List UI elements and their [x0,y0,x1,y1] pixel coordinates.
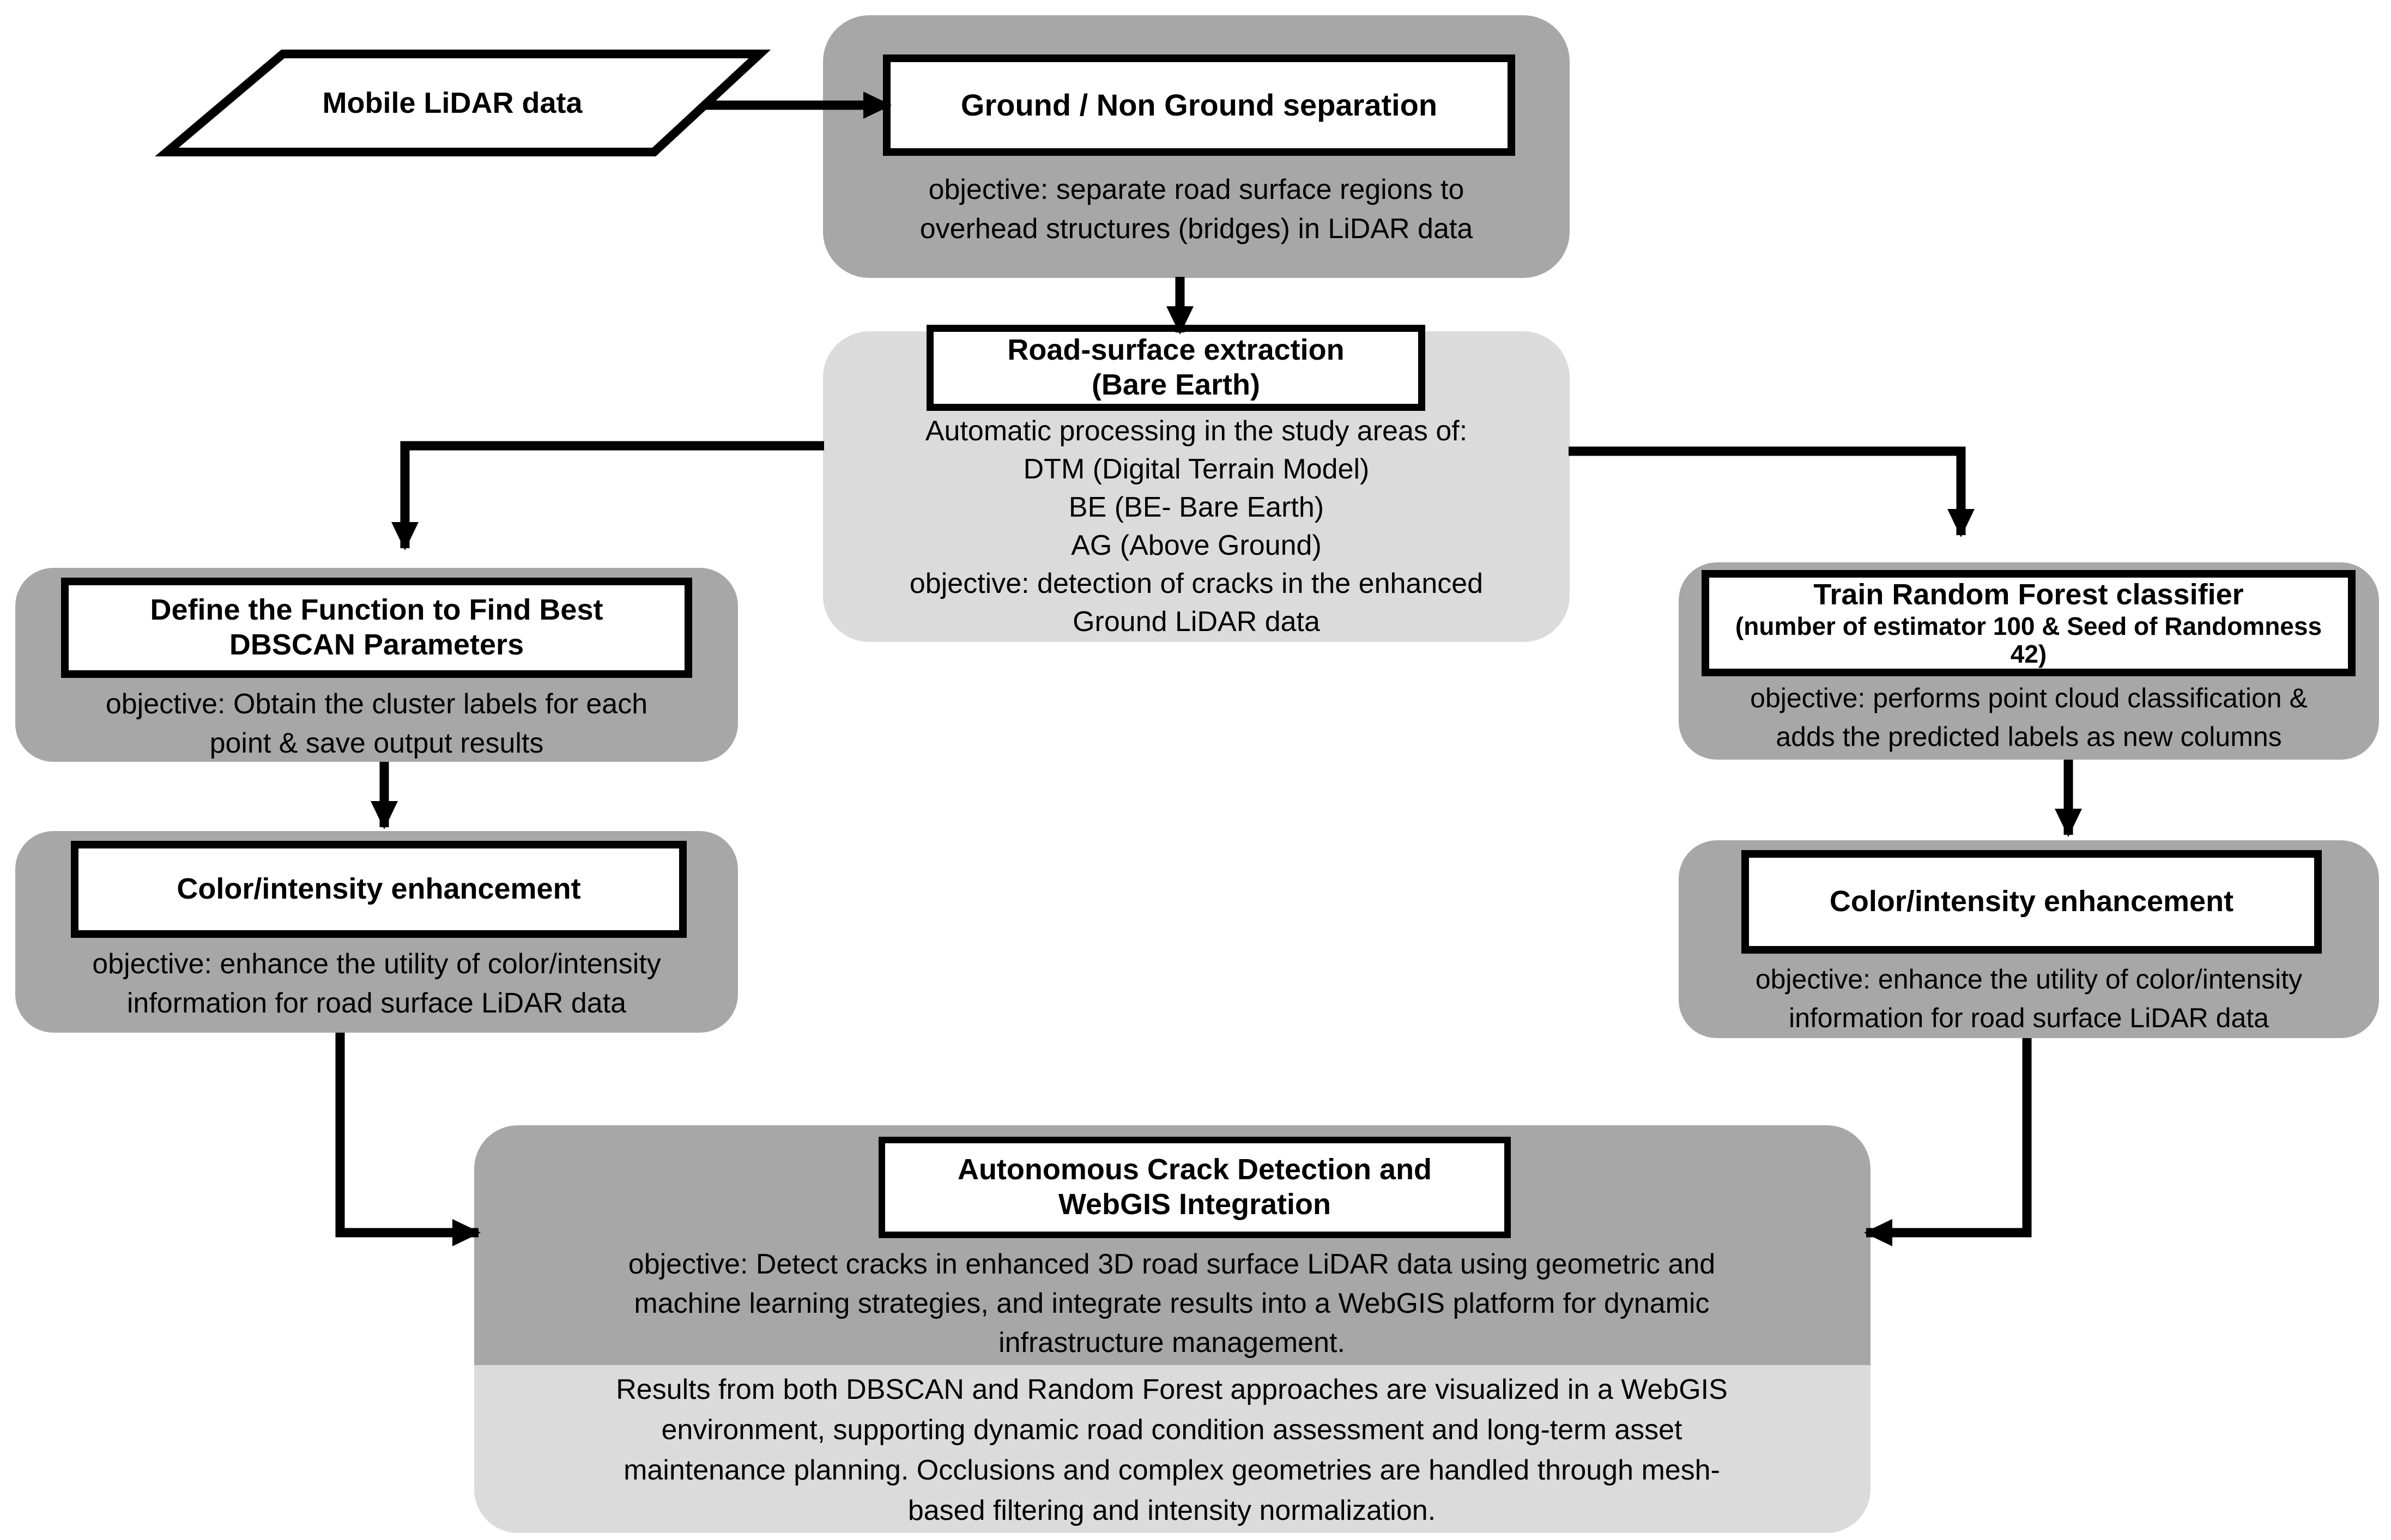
node-dbscan-parameters: Define the Function to Find Best DBSCAN … [15,568,738,762]
crack-detection-title-line1: Autonomous Crack Detection and [957,1153,1432,1186]
crack-detection-results: Results from both DBSCAN and Random Fore… [512,1369,1831,1531]
text-line: objective: detection of cracks in the en… [909,568,1484,599]
color-enhancement-left-title: Color/intensity enhancement [177,872,581,906]
crack-detection-objective: objective: Detect cracks in enhanced 3D … [512,1245,1831,1362]
color-enhancement-right-objective: objective: enhance the utility of color/… [1684,960,2374,1038]
random-forest-objective: objective: performs point cloud classifi… [1684,679,2374,756]
text-line: infrastructure management. [998,1327,1345,1359]
text-line: DTM (Digital Terrain Model) [1023,453,1370,485]
random-forest-title-box: Train Random Forest classifier (number o… [1702,570,2356,676]
text-line: machine learning strategies, and integra… [634,1288,1710,1319]
text-line: Ground LiDAR data [1073,606,1320,638]
dbscan-title-box: Define the Function to Find Best DBSCAN … [61,578,692,678]
text-line: objective: performs point cloud classifi… [1750,683,2308,713]
text-line: information for road surface LiDAR data [126,987,627,1019]
dbscan-title-line2: DBSCAN Parameters [229,628,524,661]
arrow-color-right-to-crack-detection [1864,1038,2032,1246]
node-random-forest: Train Random Forest classifier (number o… [1679,562,2379,760]
text-line: objective: Detect cracks in enhanced 3D … [628,1248,1716,1280]
road-surface-extraction-title-line1: Road-surface extraction [1007,334,1345,367]
text-line: adds the predicted labels as new columns [1776,722,2282,752]
node-crack-detection: Autonomous Crack Detection and WebGIS In… [474,1125,1871,1365]
crack-detection-results-panel: Results from both DBSCAN and Random Fore… [474,1365,1871,1533]
crack-detection-title-box: Autonomous Crack Detection and WebGIS In… [879,1137,1511,1238]
ground-separation-objective: objective: separate road surface regions… [842,170,1551,248]
text-line: Results from both DBSCAN and Random Fore… [616,1374,1728,1405]
text-line: objective: Obtain the cluster labels for… [105,688,648,720]
color-enhancement-left-title-box: Color/intensity enhancement [71,841,687,938]
text-line: objective: enhance the utility of color/… [92,948,661,980]
text-line: AG (Above Ground) [1071,530,1322,561]
ground-separation-title: Ground / Non Ground separation [960,87,1438,122]
road-surface-extraction-title-line2: (Bare Earth) [1091,368,1261,401]
text-line: overhead structures (bridges) in LiDAR d… [919,213,1473,245]
node-ground-separation: Ground / Non Ground separation objective… [823,15,1570,278]
arrow-road-extraction-to-random-forest [1569,446,1975,537]
text-line: objective: separate road surface regions… [928,174,1464,205]
arrow-color-left-to-crack-detection [335,1033,481,1246]
random-forest-title: Train Random Forest classifier [1813,578,2244,611]
color-enhancement-left-objective: objective: enhance the utility of color/… [26,944,727,1023]
node-color-enhancement-right: Color/intensity enhancement objective: e… [1679,840,2379,1038]
random-forest-subtitle-line1: (number of estimator 100 & Seed of Rando… [1735,611,2322,640]
text-line: point & save output results [209,727,544,759]
arrow-road-extraction-to-dbscan [391,441,824,550]
text-line: information for road surface LiDAR data [1789,1003,2269,1033]
text-line: maintenance planning. Occlusions and com… [624,1454,1720,1486]
ground-separation-title-box: Ground / Non Ground separation [883,54,1515,156]
node-mobile-lidar-data: Mobile LiDAR data [322,87,583,119]
text-line: based filtering and intensity normalizat… [907,1495,1436,1526]
road-surface-extraction-body: Automatic processing in the study areas … [834,412,1559,641]
text-line: environment, supporting dynamic road con… [661,1414,1682,1446]
node-color-enhancement-left: Color/intensity enhancement objective: e… [15,831,738,1033]
text-line: BE (BE- Bare Earth) [1068,492,1324,523]
road-surface-extraction-title-box: Road-surface extraction (Bare Earth) [927,325,1425,411]
dbscan-objective: objective: Obtain the cluster labels for… [26,684,727,763]
text-line: Automatic processing in the study areas … [925,415,1468,447]
crack-detection-title-line2: WebGIS Integration [1058,1188,1331,1221]
color-enhancement-right-title: Color/intensity enhancement [1829,885,2234,918]
text-line: objective: enhance the utility of color/… [1755,964,2303,995]
dbscan-title-line1: Define the Function to Find Best [150,593,603,627]
random-forest-subtitle-line2: 42) [2010,640,2047,669]
color-enhancement-right-title-box: Color/intensity enhancement [1741,850,2322,954]
node-road-surface-extraction: Road-surface extraction (Bare Earth) Aut… [823,325,1570,642]
